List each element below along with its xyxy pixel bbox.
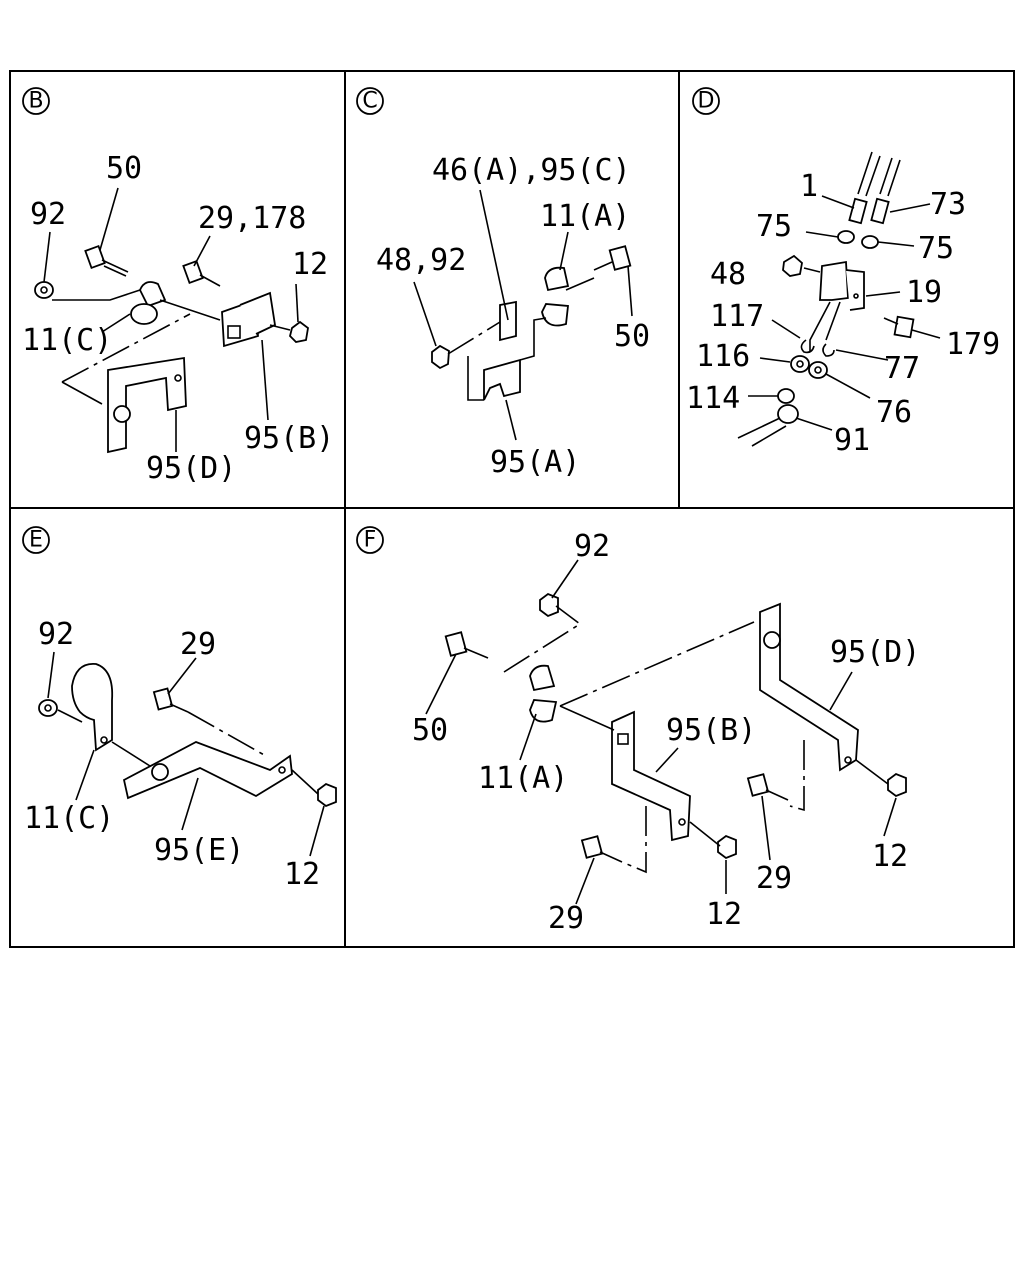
svg-text:E: E bbox=[29, 528, 43, 553]
panel-f: 92 95(D) 50 95(B) 11(A) 29 12 29 12 bbox=[412, 529, 920, 936]
panel-e-title: E bbox=[22, 526, 50, 554]
fitting-1-part bbox=[848, 197, 868, 225]
nut-12-left-part bbox=[717, 834, 737, 860]
panel-d-title: D bbox=[692, 87, 720, 115]
label-95d: 95(D) bbox=[830, 635, 920, 670]
bracket-95d-part bbox=[107, 356, 187, 454]
label-50: 50 bbox=[106, 151, 142, 186]
fitting-73-part bbox=[870, 197, 890, 225]
panel-c-title: C bbox=[356, 87, 384, 115]
label-50: 50 bbox=[412, 713, 448, 748]
label-73: 73 bbox=[930, 187, 966, 222]
label-48-92: 48,92 bbox=[376, 243, 466, 278]
plate-46a-95c-part bbox=[499, 300, 517, 342]
label-29-right: 29 bbox=[756, 861, 792, 896]
bracket-95a-part bbox=[467, 317, 547, 401]
nut-12-right-part bbox=[887, 772, 907, 798]
label-92: 92 bbox=[574, 529, 610, 564]
bracket-95e-part bbox=[122, 741, 293, 800]
label-77: 77 bbox=[884, 351, 920, 386]
nut-48-part bbox=[782, 254, 803, 277]
label-11a: 11(A) bbox=[478, 761, 568, 796]
label-75-right: 75 bbox=[918, 231, 954, 266]
label-75-left: 75 bbox=[756, 209, 792, 244]
label-50: 50 bbox=[614, 319, 650, 354]
label-12: 12 bbox=[292, 247, 328, 282]
panel-c: 46(A),95(C) 11(A) 48,92 50 95(A) bbox=[376, 153, 650, 480]
label-29: 29 bbox=[180, 627, 216, 662]
label-12-left: 12 bbox=[706, 897, 742, 932]
label-46a-95c: 46(A),95(C) bbox=[432, 153, 631, 188]
label-11c: 11(C) bbox=[24, 801, 114, 836]
bracket-95d-part bbox=[759, 602, 859, 772]
nut-12-part bbox=[289, 320, 309, 343]
nut-48-92-part bbox=[431, 344, 450, 370]
label-12: 12 bbox=[284, 857, 320, 892]
label-76: 76 bbox=[876, 395, 912, 430]
clamp-11a-part bbox=[541, 266, 570, 327]
label-95b: 95(B) bbox=[244, 421, 334, 456]
svg-text:B: B bbox=[28, 89, 43, 114]
label-95d: 95(D) bbox=[146, 451, 236, 486]
clamp-11c-part bbox=[71, 663, 114, 752]
label-11c: 11(C) bbox=[22, 323, 112, 358]
label-91: 91 bbox=[834, 423, 870, 458]
label-114: 114 bbox=[686, 381, 740, 416]
bolt-179-part bbox=[883, 315, 915, 339]
panel-b-title: B bbox=[22, 87, 50, 115]
svg-text:D: D bbox=[698, 89, 715, 114]
bracket-95b-part bbox=[611, 710, 691, 842]
svg-text:F: F bbox=[364, 528, 377, 553]
clamp-11c-part bbox=[130, 281, 167, 325]
label-117: 117 bbox=[710, 299, 764, 334]
bolt-29-178-part bbox=[182, 259, 221, 287]
bolt-29-right-part bbox=[746, 773, 789, 801]
label-95b: 95(B) bbox=[666, 713, 756, 748]
label-19: 19 bbox=[906, 275, 942, 310]
label-48: 48 bbox=[710, 257, 746, 292]
bracket-95b-part bbox=[221, 291, 276, 348]
panel-e: 92 29 11(C) 95(E) 12 bbox=[24, 617, 337, 892]
svg-text:C: C bbox=[362, 89, 377, 114]
nut-92-part bbox=[539, 592, 559, 618]
washers-75-part bbox=[837, 230, 879, 249]
label-92: 92 bbox=[30, 197, 66, 232]
bracket-19-part bbox=[819, 260, 865, 311]
label-12-right: 12 bbox=[872, 839, 908, 874]
washers-116-76-part bbox=[790, 355, 828, 379]
panel-b: 50 92 29,178 12 11(C) 95(B) 95(D) bbox=[22, 151, 334, 486]
bolt-50-part bbox=[444, 631, 489, 659]
panel-grid bbox=[9, 70, 1015, 948]
bolt-29-left-part bbox=[580, 835, 623, 863]
nut-92-part bbox=[34, 281, 54, 299]
label-92: 92 bbox=[38, 617, 74, 652]
label-95a: 95(A) bbox=[490, 445, 580, 480]
label-11a: 11(A) bbox=[540, 199, 630, 234]
label-29-left: 29 bbox=[548, 901, 584, 936]
nut-12-part bbox=[317, 782, 337, 808]
label-1: 1 bbox=[800, 169, 818, 204]
label-179: 179 bbox=[946, 327, 1000, 362]
label-29-178: 29,178 bbox=[198, 201, 306, 236]
label-116: 116 bbox=[696, 339, 750, 374]
clamp-11a-part bbox=[529, 664, 558, 723]
panel-f-title: F bbox=[356, 526, 384, 554]
clips-117-77-part bbox=[800, 339, 835, 357]
bolt-50-part bbox=[593, 245, 632, 271]
bolt-29-part bbox=[152, 687, 189, 713]
fitting-114-91-part bbox=[777, 388, 799, 424]
nut-92-part bbox=[38, 699, 58, 717]
bolt-50-part bbox=[84, 244, 129, 277]
label-95e: 95(E) bbox=[154, 833, 244, 868]
panel-d: 1 73 75 75 48 19 117 179 116 77 114 76 9… bbox=[686, 151, 1000, 458]
